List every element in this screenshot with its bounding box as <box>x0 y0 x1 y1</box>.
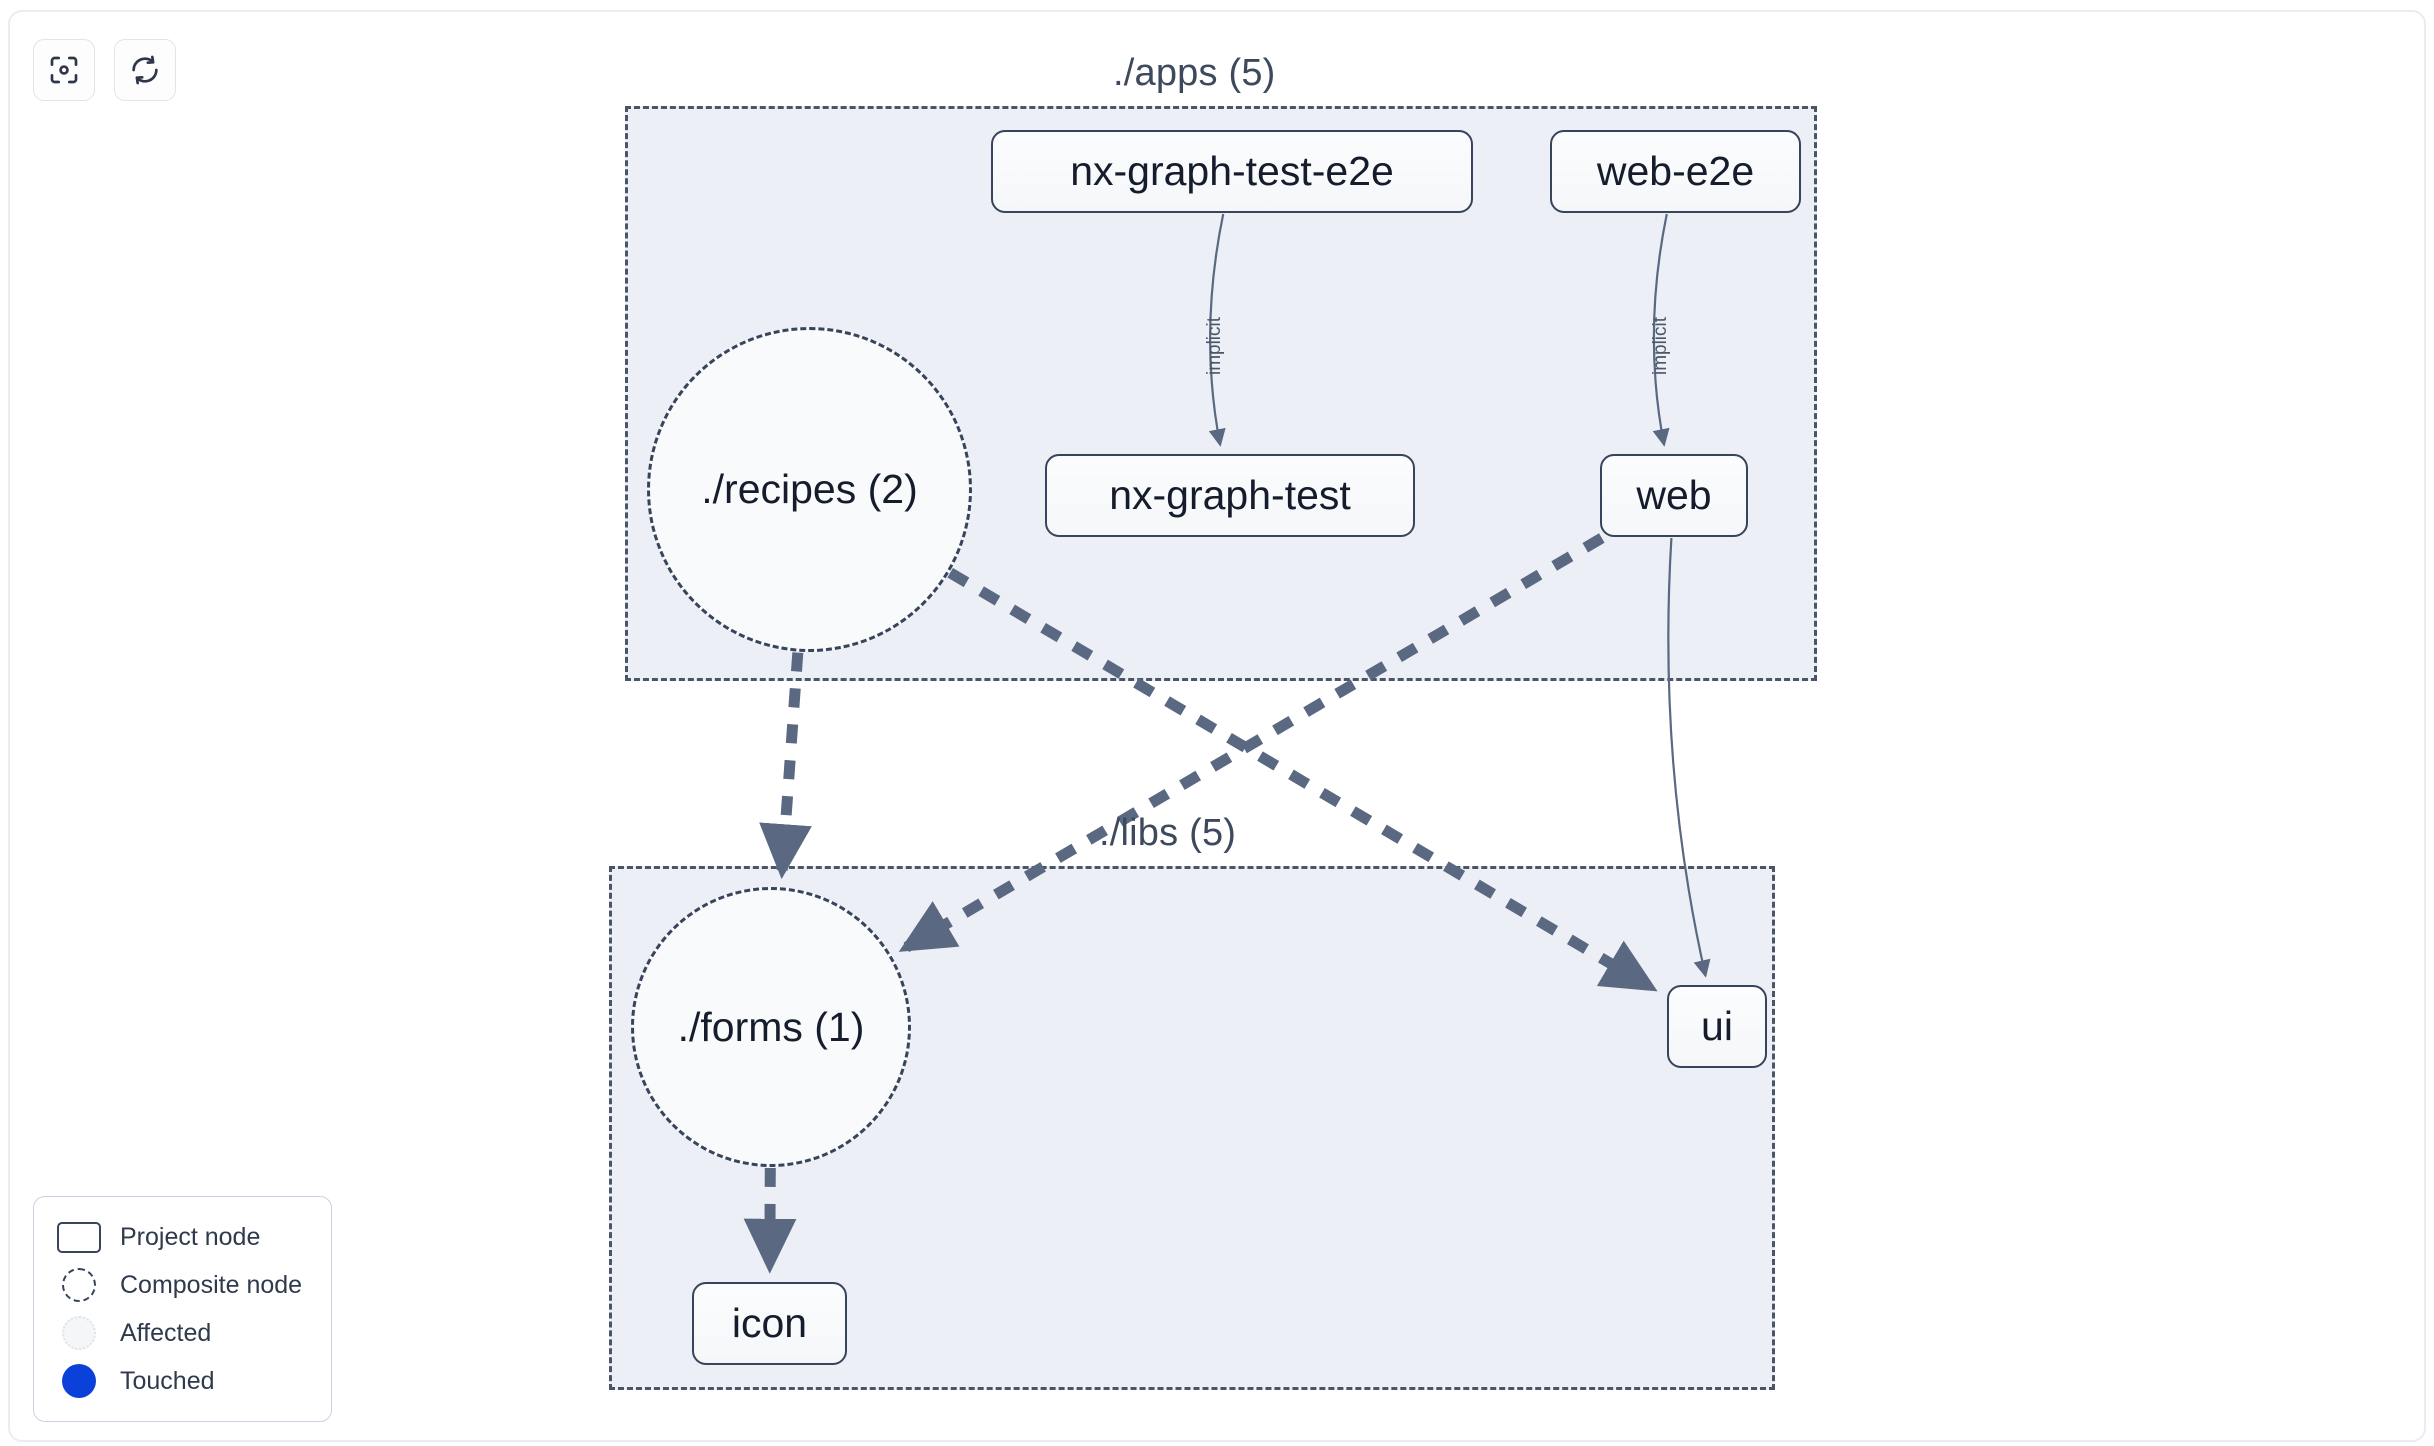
graph-node-ui[interactable]: ui <box>1667 985 1767 1068</box>
group-label-apps: ./apps (5) <box>1113 52 1276 94</box>
affected-swatch-shape <box>62 1316 96 1350</box>
graph-toolbar <box>33 39 176 101</box>
legend-label: Affected <box>120 1318 212 1347</box>
graph-node-web[interactable]: web <box>1600 454 1748 537</box>
graph-node-web-e2e[interactable]: web-e2e <box>1550 130 1801 213</box>
affected-swatch <box>56 1316 102 1350</box>
legend-row-composite-node: Composite node <box>56 1261 313 1309</box>
focus-scan-icon <box>48 54 80 86</box>
graph-node-forms[interactable]: ./forms (1) <box>631 887 911 1167</box>
graph-node-icon[interactable]: icon <box>692 1282 847 1365</box>
touched-swatch-shape <box>62 1364 96 1398</box>
focus-graph-button[interactable] <box>33 39 95 101</box>
legend-row-project-node: Project node <box>56 1213 313 1261</box>
graph-node-nx-graph-test-e2e[interactable]: nx-graph-test-e2e <box>991 130 1473 213</box>
refresh-icon <box>129 54 161 86</box>
project-node-swatch-shape <box>57 1221 101 1253</box>
refresh-graph-button[interactable] <box>114 39 176 101</box>
legend-label: Composite node <box>120 1270 303 1299</box>
graph-edge-recipes-to-forms[interactable] <box>759 652 812 880</box>
legend-label: Touched <box>120 1366 215 1395</box>
project-node-swatch <box>56 1220 102 1254</box>
group-label-libs: ./libs (5) <box>1099 812 1237 854</box>
legend-row-touched: Touched <box>56 1357 313 1405</box>
composite-node-swatch-shape <box>62 1268 96 1302</box>
legend-row-affected: Affected <box>56 1309 313 1357</box>
composite-node-swatch <box>56 1268 102 1302</box>
graph-node-recipes[interactable]: ./recipes (2) <box>647 327 972 652</box>
legend-label: Project node <box>120 1222 261 1251</box>
touched-swatch <box>56 1364 102 1398</box>
graph-node-nx-graph-test[interactable]: nx-graph-test <box>1045 454 1415 537</box>
